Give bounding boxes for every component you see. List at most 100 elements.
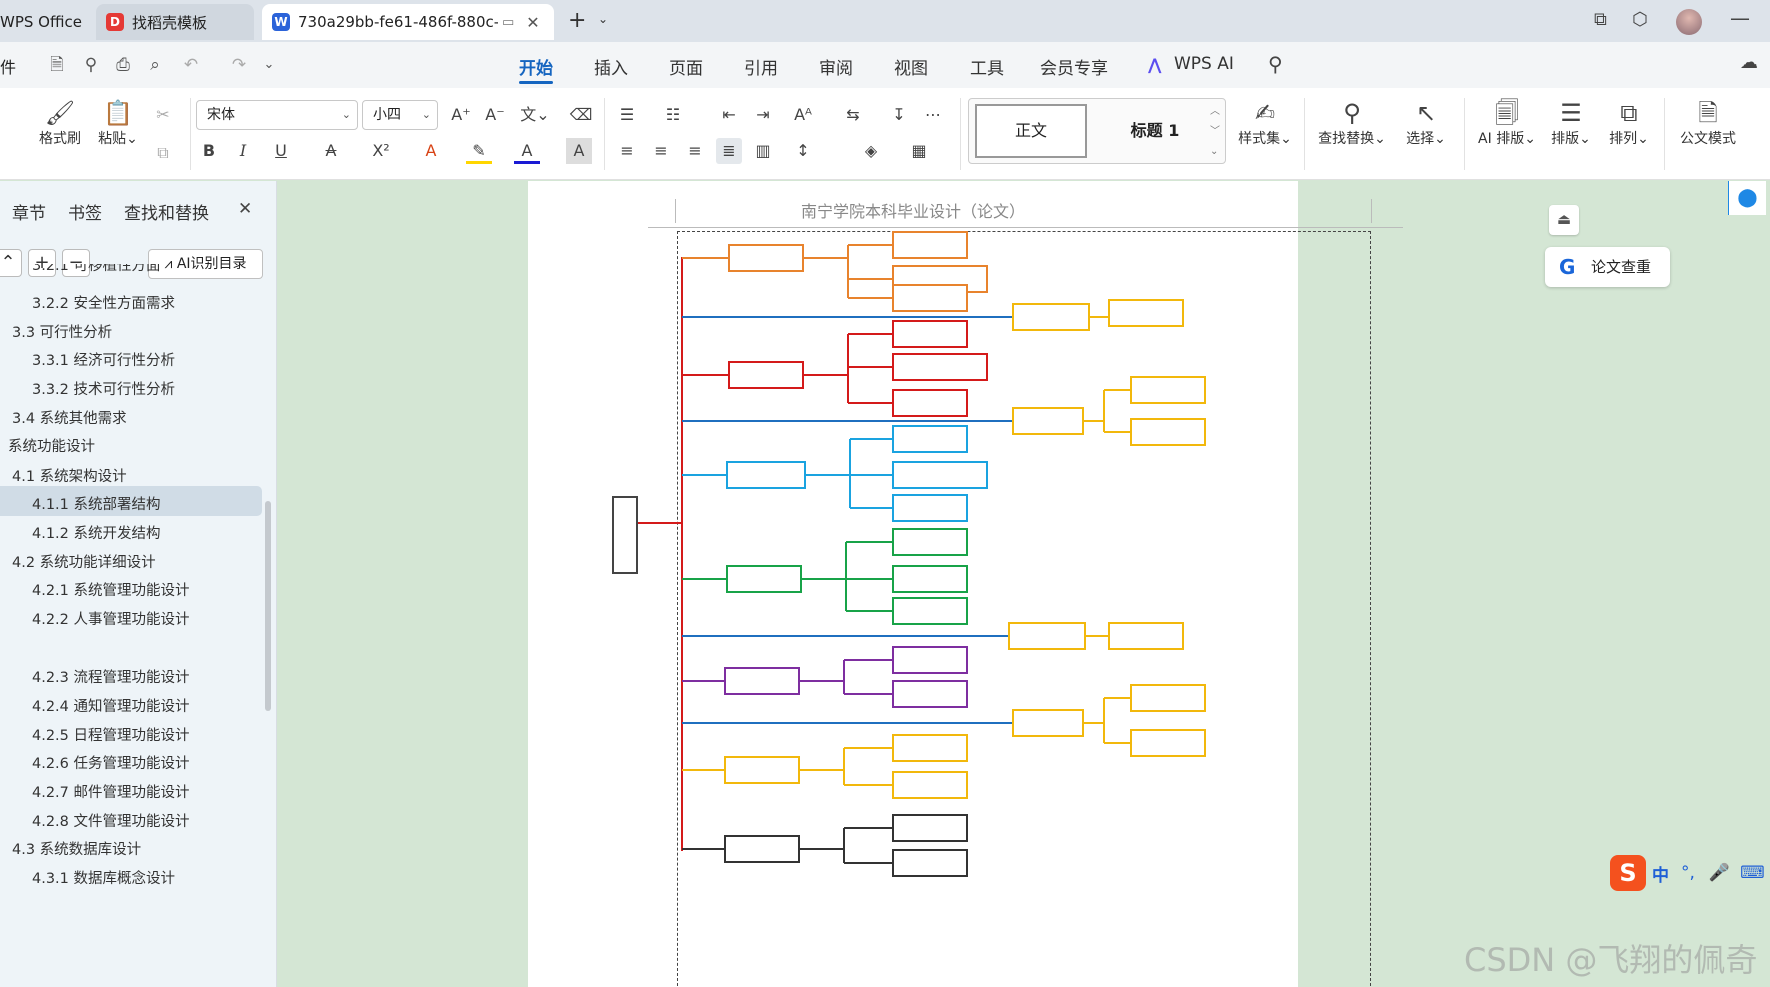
clear-format-icon[interactable]: ⌫	[569, 105, 593, 124]
toc-item[interactable]: 4.2.6 任务管理功能设计	[32, 756, 190, 772]
toc-item[interactable]: 4.2.1 系统管理功能设计	[32, 583, 190, 599]
nav-tab-find-replace[interactable]: 查找和替换	[124, 204, 209, 224]
branch-box[interactable]	[724, 667, 800, 695]
cut-icon[interactable]: ✂	[156, 105, 170, 124]
leaf-box[interactable]	[892, 389, 968, 417]
text-effect-icon[interactable]: A	[425, 141, 437, 160]
branch-box[interactable]	[1012, 303, 1090, 331]
figure-frame[interactable]	[677, 231, 1371, 987]
panel-scrollbar[interactable]	[265, 501, 271, 711]
save-icon[interactable]: 🗎	[50, 55, 64, 75]
style-heading-1[interactable]: 标题 1	[1100, 104, 1210, 158]
leaf-box[interactable]	[892, 528, 968, 556]
branch-box[interactable]	[726, 461, 806, 489]
toc-item[interactable]: 4.2.7 邮件管理功能设计	[32, 785, 190, 801]
paste-button[interactable]: 📋 粘贴⌄	[94, 98, 142, 148]
highlight-icon[interactable]: ✎	[466, 138, 492, 164]
toc-item[interactable]: 4.2.8 文件管理功能设计	[32, 814, 190, 830]
print-icon[interactable]: ⎙	[116, 55, 130, 75]
tab-wps-office[interactable]: WPS Office	[0, 4, 86, 40]
menu-tab-review[interactable]: 审阅	[819, 59, 853, 79]
format-painter-button[interactable]: 🖌 格式刷	[36, 98, 84, 148]
leaf-box[interactable]	[892, 680, 968, 708]
leaf-box[interactable]	[892, 565, 968, 593]
leaf-box[interactable]	[892, 771, 968, 799]
layout-button[interactable]: ☰ 排版⌄	[1546, 98, 1596, 148]
toc-item[interactable]: 3.2.1 可移植性方面	[32, 258, 161, 274]
toc-item[interactable]: 4.2.2 人事管理功能设计	[32, 612, 190, 628]
leaf-box[interactable]	[1108, 622, 1184, 650]
borders-icon[interactable]: ▦	[911, 141, 927, 160]
leaf-box[interactable]	[892, 849, 968, 877]
branch-box[interactable]	[728, 244, 804, 272]
grow-font-icon[interactable]: A⁺	[451, 105, 471, 124]
increase-indent-icon[interactable]: ⇥	[756, 105, 770, 124]
close-panel-icon[interactable]: ✕	[238, 199, 253, 219]
phonetic-guide-icon[interactable]: 文⌄	[520, 105, 550, 124]
align-left-icon[interactable]: ≡	[620, 141, 634, 160]
toc-item[interactable]: 3.4 系统其他需求	[12, 411, 127, 427]
leaf-box[interactable]	[892, 284, 968, 312]
strikethrough-icon[interactable]: A	[325, 141, 337, 160]
font-color-icon[interactable]: A	[514, 138, 540, 164]
undo-icon[interactable]: ↶	[183, 55, 199, 75]
customize-chevron-icon[interactable]: ⌄	[263, 57, 275, 72]
leaf-box[interactable]	[1130, 376, 1206, 404]
shrink-font-icon[interactable]: A⁻	[485, 105, 505, 124]
doc-mode-button[interactable]: 🗎 公文模式	[1672, 98, 1744, 148]
menu-tab-insert[interactable]: 插入	[594, 59, 628, 79]
show-marks-icon[interactable]: ⋯	[925, 105, 941, 124]
leaf-box[interactable]	[892, 320, 968, 348]
char-shading-icon[interactable]: A	[566, 138, 592, 164]
sogou-icon[interactable]: S	[1610, 855, 1646, 891]
find-replace-button[interactable]: ⚲ 查找替换⌄	[1312, 98, 1392, 148]
align-right-icon[interactable]: ≡	[688, 141, 702, 160]
shading-icon[interactable]: ◈	[864, 141, 878, 160]
branch-box[interactable]	[726, 565, 802, 593]
toc-item[interactable]: 3.3 可行性分析	[12, 325, 113, 341]
menu-tab-member[interactable]: 会员专享	[1040, 59, 1108, 79]
leaf-box[interactable]	[892, 461, 988, 489]
toc-item[interactable]: 系统功能设计	[8, 439, 95, 455]
collapse-icon[interactable]: ⌃	[0, 249, 22, 277]
style-scroll-icon[interactable]: ︿﹀⌄	[1210, 106, 1220, 157]
leaf-box[interactable]	[892, 646, 968, 674]
avatar[interactable]	[1676, 9, 1702, 35]
cube-icon[interactable]: ⬡	[1632, 9, 1648, 30]
toc-item[interactable]: 3.2.2 安全性方面需求	[32, 296, 176, 312]
tab-list-chevron-icon[interactable]: ⌄	[598, 12, 609, 26]
superscript-icon[interactable]: X²	[372, 141, 390, 160]
new-tab-button[interactable]: +	[568, 8, 587, 33]
share-icon[interactable]: ⚲	[84, 55, 98, 75]
leaf-box[interactable]	[892, 425, 968, 453]
branch-box[interactable]	[1012, 407, 1084, 435]
leaf-box[interactable]	[892, 231, 968, 259]
ime-mode[interactable]: 中	[1652, 865, 1669, 886]
toc-item[interactable]: 4.3.1 数据库概念设计	[32, 871, 176, 887]
ai-layout-button[interactable]: 🗐 AI 排版⌄	[1472, 98, 1542, 148]
menu-tab-reference[interactable]: 引用	[744, 59, 778, 79]
style-set-button[interactable]: ✍ 样式集⌄	[1232, 98, 1298, 148]
leaf-box[interactable]	[1130, 418, 1206, 446]
menu-tab-tools[interactable]: 工具	[970, 59, 1004, 79]
toc-item[interactable]: 4.2.4 通知管理功能设计	[32, 699, 190, 715]
distributed-icon[interactable]: ▥	[755, 141, 771, 160]
ime-punct[interactable]: °,	[1681, 863, 1695, 883]
text-direction-icon[interactable]: ⇆	[846, 105, 860, 124]
toc-item[interactable]: 4.1.2 系统开发结构	[32, 526, 161, 542]
leaf-box[interactable]	[892, 814, 968, 842]
nav-tab-bookmarks[interactable]: 书签	[68, 204, 102, 224]
leaf-box[interactable]	[892, 353, 988, 381]
add-heading-button[interactable]: +	[28, 249, 56, 277]
cloud-upload-icon[interactable]: ☁	[1740, 52, 1758, 73]
italic-icon[interactable]: I	[239, 141, 247, 160]
toc-item[interactable]: 4.1 系统架构设计	[12, 469, 127, 485]
menu-tab-wps-ai[interactable]: WPS AI	[1174, 54, 1234, 74]
file-menu[interactable]: 件	[0, 58, 17, 77]
sort-icon[interactable]: ↧	[892, 105, 906, 124]
align-center-icon[interactable]: ≡	[654, 141, 668, 160]
leaf-box[interactable]	[892, 494, 968, 522]
bold-icon[interactable]: B	[202, 141, 216, 160]
branch-box[interactable]	[1008, 622, 1086, 650]
branch-box[interactable]	[1012, 709, 1084, 737]
